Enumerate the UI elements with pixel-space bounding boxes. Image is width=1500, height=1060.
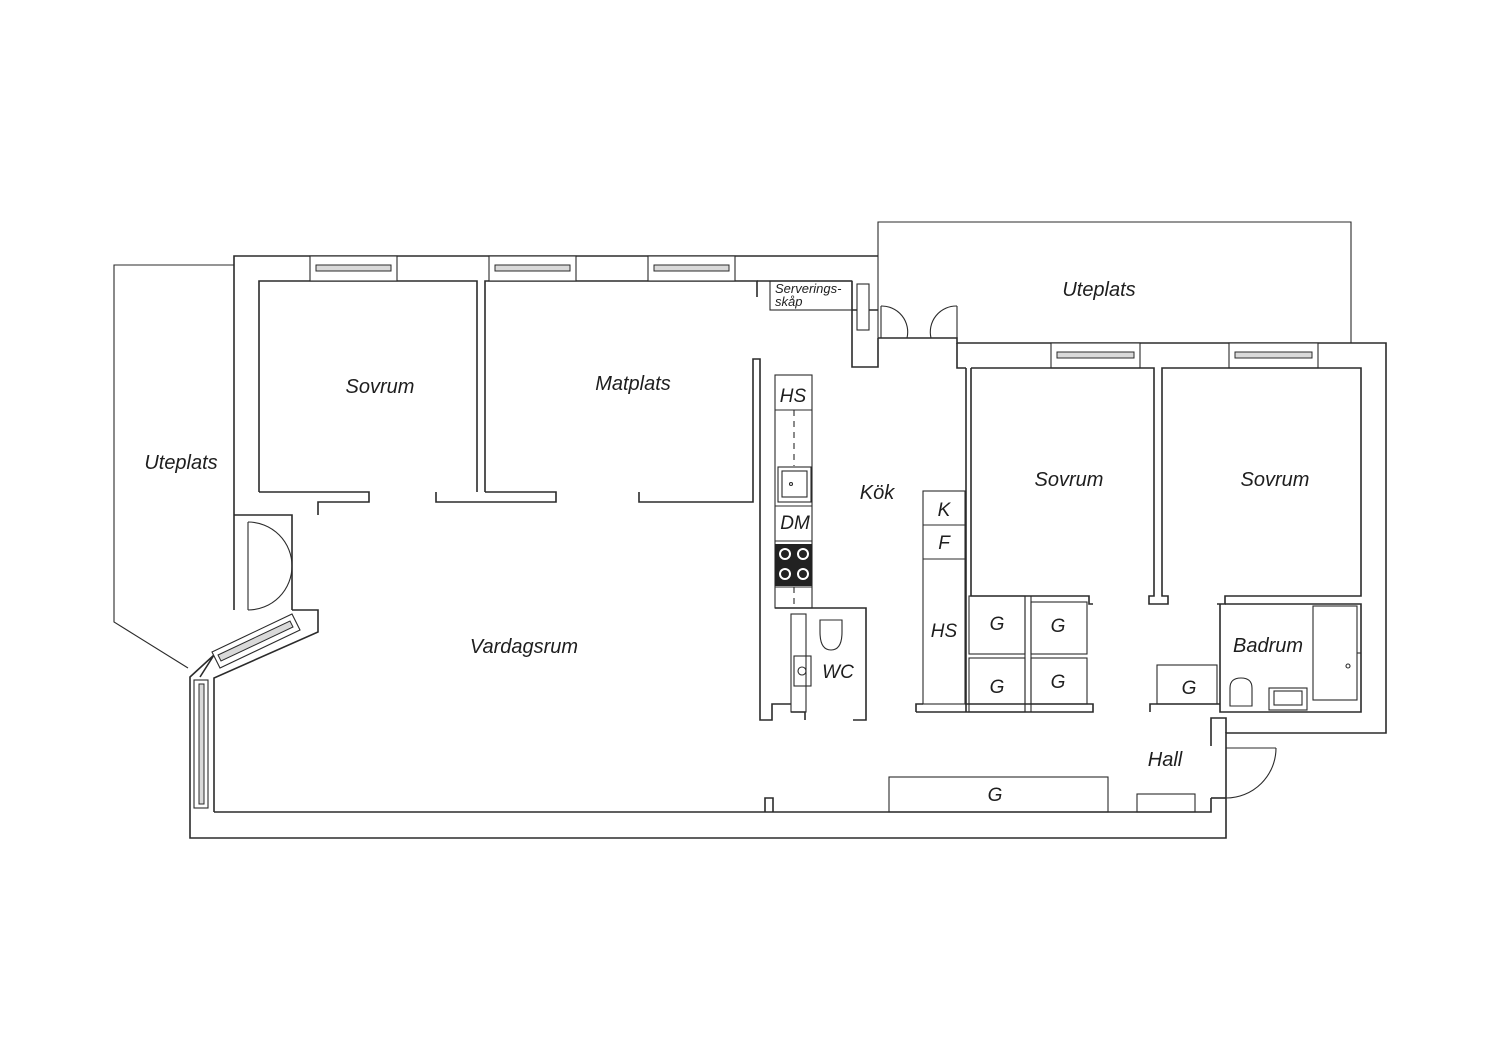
label-matplats: Matplats [595, 373, 671, 395]
label-sovrum-3: Sovrum [1241, 469, 1310, 491]
label-k: K [938, 500, 952, 521]
doors [247, 305, 1277, 799]
exterior-walls [189, 255, 1387, 839]
label-wc: WC [822, 662, 854, 683]
interior-walls [435, 358, 1362, 813]
label-g-4: G [1051, 672, 1066, 693]
label-sovrum-1: Sovrum [346, 376, 415, 398]
label-badrum: Badrum [1233, 635, 1303, 657]
label-g-bath: G [1182, 678, 1197, 699]
label-hs-1: HS [780, 386, 807, 407]
label-g-long: G [988, 785, 1003, 806]
windows [193, 255, 1319, 809]
label-serverings-1: Serverings- [775, 281, 842, 296]
label-vardagsrum: Vardagsrum [470, 636, 578, 658]
label-g-3: G [990, 677, 1005, 698]
label-kok: Kök [860, 482, 895, 504]
uteplats-top-area [877, 221, 1352, 343]
label-hall: Hall [1148, 749, 1183, 771]
label-f: F [938, 533, 951, 554]
uteplats-left-area [113, 264, 234, 669]
label-uteplats-top: Uteplats [1062, 279, 1135, 301]
label-sovrum-2: Sovrum [1035, 469, 1104, 491]
label-g-1: G [990, 614, 1005, 635]
label-hs-2: HS [931, 621, 958, 642]
labels: Uteplats Uteplats Sovrum Matplats Vardag… [144, 279, 1309, 806]
label-g-2: G [1051, 616, 1066, 637]
label-serverings-2: skåp [775, 294, 802, 309]
label-dm: DM [780, 513, 810, 534]
label-uteplats-left: Uteplats [144, 452, 217, 474]
